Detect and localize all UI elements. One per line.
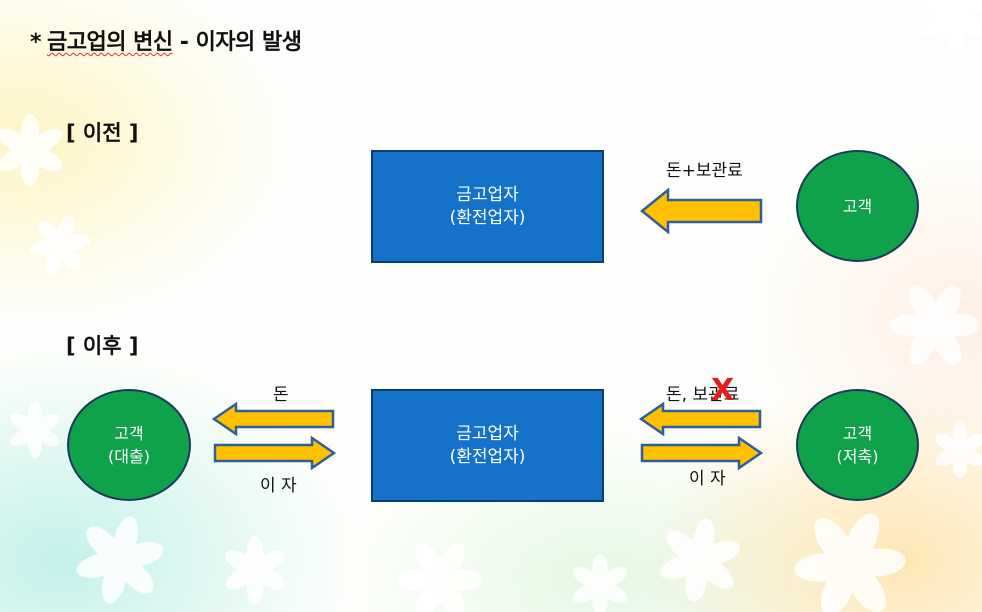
customer-name: 고객 <box>114 424 144 443</box>
right-arrow-interest-right <box>640 436 763 470</box>
label-money-fee-crossed: 돈, 보관료 <box>666 385 740 405</box>
banker-name: 금고업자 <box>456 423 519 444</box>
customer-role: (저축) <box>836 447 879 466</box>
section-label-after: [ 이후 ] <box>66 334 139 358</box>
customer-circle-before: 고객 <box>796 150 919 262</box>
title-rest: - 이자의 발생 <box>172 30 302 55</box>
banker-subtitle: (환전업자) <box>449 446 526 467</box>
title-main: 금고업의 변신 <box>47 30 173 55</box>
banker-box-after: 금고업자 (환전업자) <box>371 389 604 502</box>
arrow-label-money-fee: 돈+보관료 <box>666 161 743 181</box>
label-interest-right: 이 자 <box>689 469 726 489</box>
title-bullet: * <box>30 30 42 55</box>
customer-circle-borrower: 고객 (대출) <box>67 389 191 501</box>
left-arrow-money <box>212 402 335 436</box>
section-label-before: [ 이전 ] <box>66 121 139 145</box>
left-arrow-money-fee <box>639 402 762 436</box>
cross-mark-icon: X <box>711 373 735 408</box>
customer-role: (대출) <box>108 447 150 466</box>
banker-box-before: 금고업자 (환전업자) <box>371 150 604 263</box>
banker-subtitle: (환전업자) <box>449 207 526 228</box>
customer-name: 고객 <box>842 196 873 216</box>
customer-circle-saver: 고객 (저축) <box>796 389 919 501</box>
customer-name: 고객 <box>842 424 873 443</box>
label-money-left: 돈 <box>273 385 289 405</box>
label-interest-left: 이 자 <box>260 476 297 496</box>
page-title: *금고업의 변신 - 이자의 발생 <box>30 24 302 56</box>
banker-name: 금고업자 <box>456 184 519 205</box>
left-arrow-before <box>640 188 763 234</box>
right-arrow-interest-left <box>213 436 336 470</box>
